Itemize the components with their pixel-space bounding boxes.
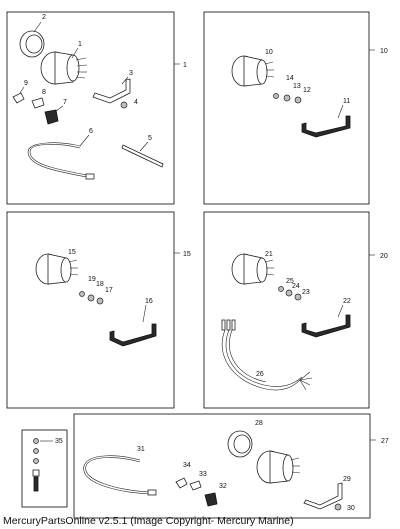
washer — [278, 286, 284, 292]
part-number-3: 3 — [129, 70, 133, 77]
part-number-29: 29 — [343, 476, 351, 483]
part-number-9: 9 — [24, 80, 28, 87]
part-number-12: 12 — [303, 87, 311, 94]
terminal-cap — [189, 480, 202, 491]
terminal-cap — [31, 97, 45, 109]
rubber-boot — [204, 492, 218, 507]
lock-washer — [87, 294, 95, 302]
part-number-1: 1 — [78, 41, 82, 48]
speedometer-cable — [85, 457, 151, 493]
part-number-26: 26 — [256, 371, 264, 378]
part-number-8: 8 — [42, 89, 46, 96]
part-number-2: 2 — [42, 14, 46, 21]
gauge-body — [231, 55, 275, 87]
image-caption: MercuryPartsOnline v2.5.1 (Image Copyrig… — [3, 515, 294, 527]
part-number-24: 24 — [292, 283, 300, 290]
part-number-7: 7 — [63, 99, 67, 106]
mounting-bracket — [301, 314, 351, 338]
part-number-31: 31 — [137, 446, 145, 453]
part-number-22: 22 — [343, 298, 351, 305]
part-number-5: 5 — [148, 135, 152, 142]
part-number-30: 30 — [347, 505, 355, 512]
part-number-16: 16 — [145, 298, 153, 305]
washer — [273, 93, 279, 99]
mounting-bracket — [92, 78, 131, 104]
part-number-33: 33 — [199, 471, 207, 478]
part-number-4: 4 — [134, 99, 138, 106]
rubber-boot — [44, 109, 59, 125]
kit-number-1: 1 — [183, 62, 187, 69]
part-number-14: 14 — [286, 75, 294, 82]
panel-kit-20: 20 21 25 24 23 22 — [203, 211, 388, 409]
panel-kit-1: 1 2 1 3 4 9 — [6, 11, 187, 205]
washer — [33, 448, 39, 454]
nut — [334, 503, 342, 511]
gauge-body — [35, 253, 79, 285]
cable-end — [85, 173, 95, 180]
gauge-body — [231, 253, 275, 285]
boot-cap — [175, 477, 188, 489]
part-number-21: 21 — [265, 251, 273, 258]
mounting-bracket — [301, 115, 351, 138]
connector — [32, 469, 40, 477]
part-number-6: 6 — [89, 128, 93, 135]
panel-kit-15: 15 15 19 18 17 16 — [6, 211, 191, 409]
kit-number-20: 20 — [380, 253, 388, 260]
part-number-15: 15 — [68, 249, 76, 256]
part-number-10: 10 — [265, 49, 273, 56]
part-number-34: 34 — [183, 462, 191, 469]
washer — [33, 458, 39, 464]
speedometer-cable — [29, 144, 93, 177]
lock-washer — [285, 289, 293, 297]
kit-number-15: 15 — [183, 251, 191, 258]
gauge-body — [40, 51, 88, 85]
boot-cap — [12, 92, 25, 104]
part-number-13: 13 — [293, 83, 301, 90]
cable-tie — [121, 144, 164, 168]
nut — [294, 293, 302, 301]
cable-end — [147, 489, 157, 496]
part-number-25: 25 — [286, 278, 294, 285]
panel-kit-10: 10 10 14 13 12 11 — [203, 11, 388, 205]
mounting-bracket — [109, 323, 157, 347]
kit-number-10: 10 — [380, 48, 388, 55]
bezel-ring — [19, 30, 45, 58]
washer — [79, 291, 85, 297]
panel-part-35: 35 — [21, 429, 68, 508]
kit-number-27: 27 — [381, 438, 389, 445]
lock-washer — [283, 94, 291, 102]
part-number-17: 17 — [105, 287, 113, 294]
mounting-bracket — [303, 482, 343, 510]
nut — [120, 101, 128, 109]
nut — [294, 96, 302, 104]
terminal-screw — [33, 476, 39, 492]
part-number-18: 18 — [96, 281, 104, 288]
bezel-ring — [227, 430, 253, 458]
part-number-35: 35 — [55, 438, 63, 445]
part-number-32: 32 — [219, 483, 227, 490]
gauge-body — [256, 450, 301, 484]
washer — [33, 438, 39, 444]
wiring-harness — [221, 319, 313, 391]
part-number-28: 28 — [255, 420, 263, 427]
nut — [96, 297, 104, 305]
part-number-19: 19 — [88, 276, 96, 283]
part-number-23: 23 — [302, 289, 310, 296]
panel-kit-27: 27 31 34 33 32 28 — [73, 413, 389, 519]
part-number-11: 11 — [343, 98, 350, 105]
